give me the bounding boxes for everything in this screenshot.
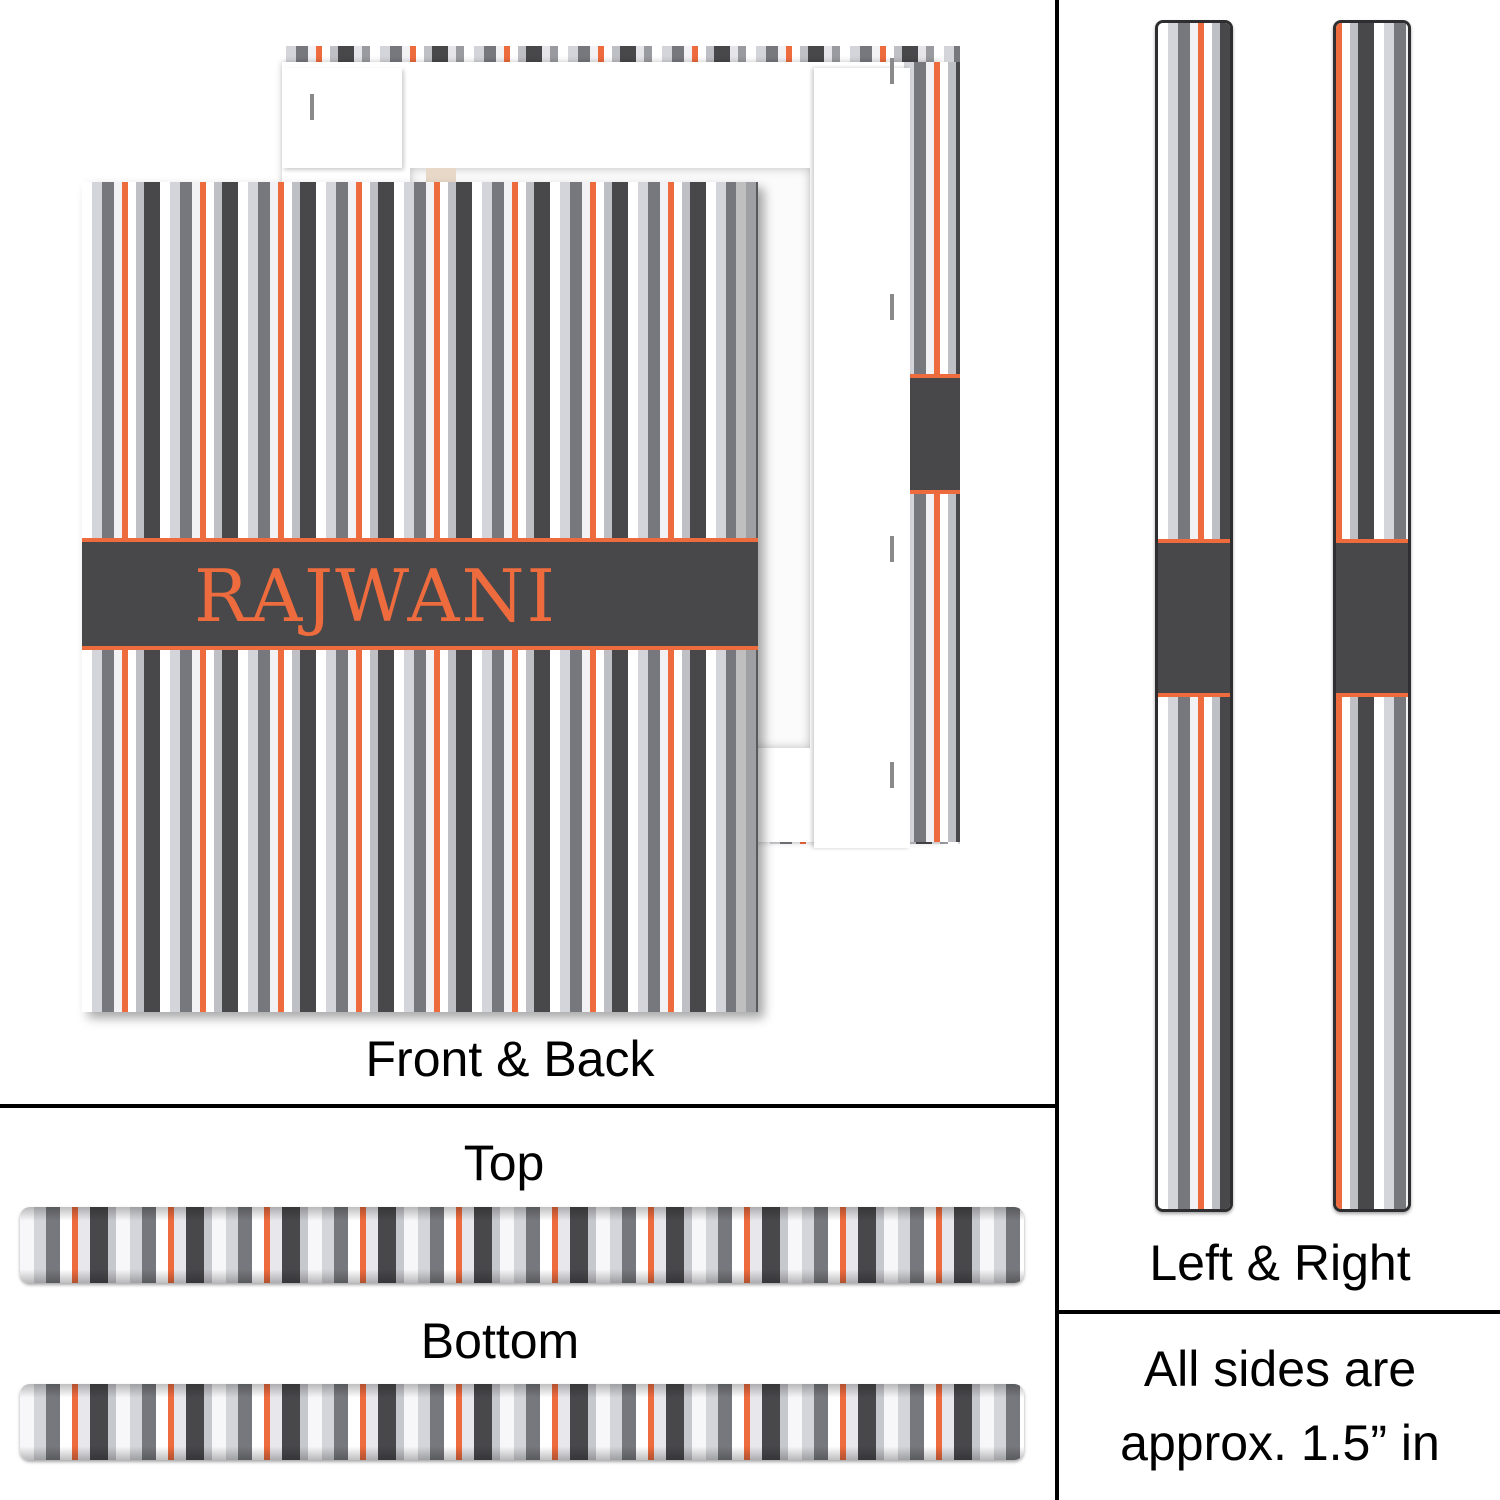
front-name-band: RAJWANI	[82, 538, 758, 650]
staple-icon	[890, 536, 894, 562]
top-label: Top	[463, 1135, 545, 1191]
back-right-band	[910, 374, 960, 494]
bottom-edge-strip	[20, 1384, 1024, 1460]
monogram-text: RAJWANI	[194, 554, 557, 638]
right-edge-strip	[1333, 20, 1411, 1212]
back-right-flap	[814, 68, 910, 848]
left-right-label: Left & Right	[1149, 1235, 1411, 1291]
left-edge-strip	[1155, 20, 1233, 1212]
back-left-flap	[282, 68, 402, 168]
staple-icon	[890, 294, 894, 320]
left-strip-band	[1158, 539, 1230, 697]
right-horizontal-divider	[1057, 1310, 1500, 1314]
bottom-label: Bottom	[420, 1313, 580, 1369]
right-strip-band	[1336, 539, 1408, 697]
vertical-divider	[1055, 0, 1059, 1500]
dimension-note-line2: approx. 1.5” in	[1120, 1415, 1440, 1471]
dimension-note-line1: All sides are	[1143, 1341, 1417, 1397]
staple-icon	[890, 762, 894, 788]
staple-icon	[310, 94, 314, 120]
top-edge-strip	[20, 1207, 1024, 1283]
left-horizontal-divider	[0, 1104, 1057, 1108]
staple-icon	[890, 58, 894, 84]
front-back-label: Front & Back	[365, 1031, 655, 1087]
canvas-front-view: RAJWANI	[82, 182, 758, 1012]
